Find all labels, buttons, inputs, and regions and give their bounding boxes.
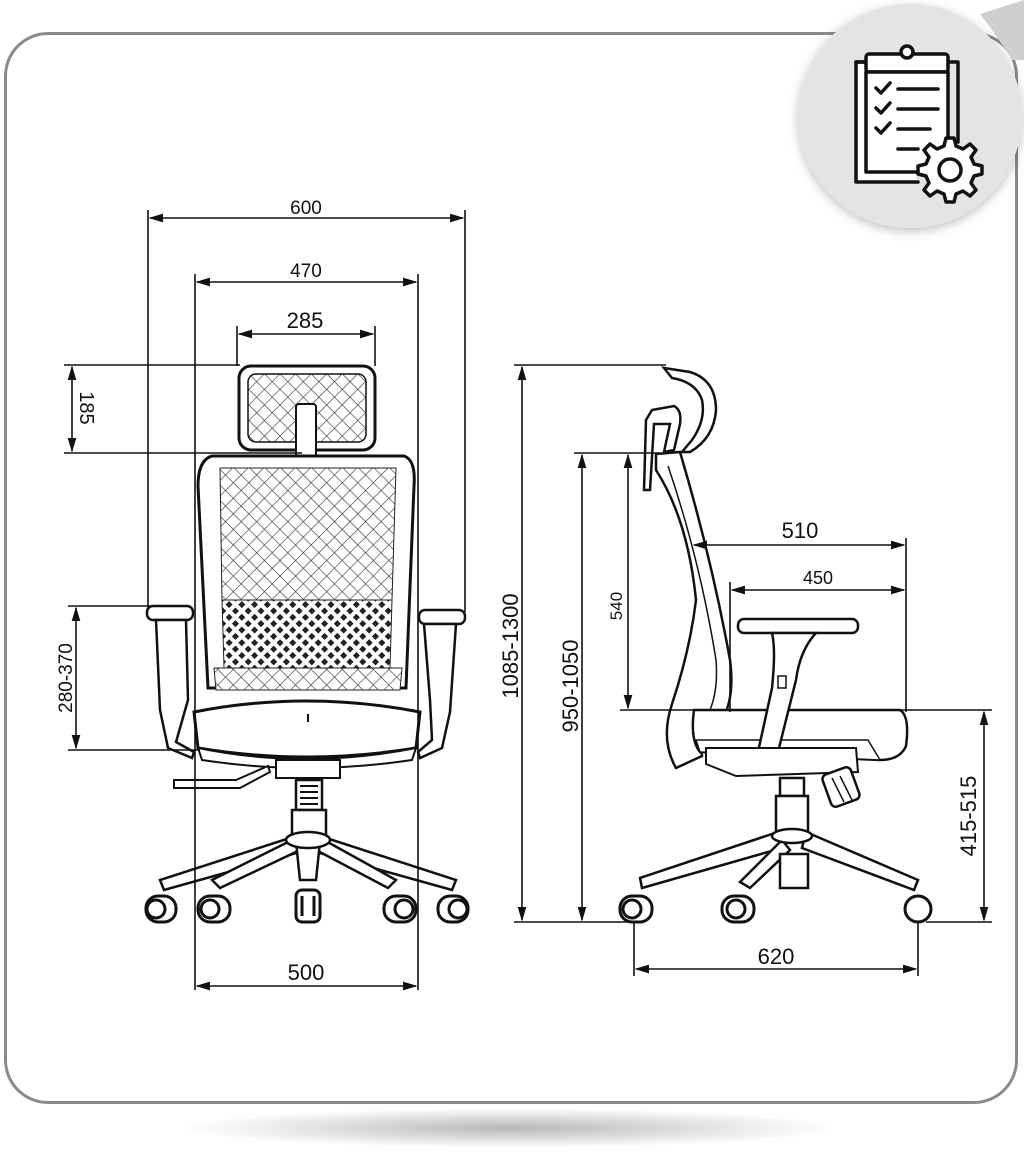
front-armrest-left xyxy=(145,604,196,760)
front-view-chair xyxy=(144,364,470,924)
dim-total-height: 1085-1300 xyxy=(498,593,523,698)
side-gas-cylinder xyxy=(778,776,806,798)
side-dimension-lines xyxy=(514,364,992,976)
front-tilt-lever xyxy=(173,764,272,789)
side-backrest xyxy=(654,450,733,770)
diagram-card xyxy=(4,32,1018,1104)
dimension-labels: 600 470 285 185 280-370 500 1085-1300 95… xyxy=(56,198,981,985)
dim-base-depth: 620 xyxy=(758,944,795,969)
front-headrest xyxy=(237,364,377,489)
dim-headrest-width: 285 xyxy=(287,308,324,333)
front-casters xyxy=(144,888,470,924)
dim-overall-depth: 510 xyxy=(782,518,819,543)
dim-backrest-height: 950-1050 xyxy=(558,640,583,733)
front-dimension-lines xyxy=(64,210,466,991)
side-tension-knob xyxy=(821,766,861,808)
front-armrest-right xyxy=(416,608,467,760)
dim-seat-depth: 450 xyxy=(803,568,833,588)
front-star-base xyxy=(158,830,458,892)
side-view-chair xyxy=(618,366,933,924)
dim-headrest-height: 185 xyxy=(75,391,97,424)
dim-base-width: 500 xyxy=(288,960,325,985)
dim-seat-height: 415-515 xyxy=(956,776,981,857)
dim-back-height: 540 xyxy=(607,592,626,620)
spec-badge xyxy=(798,0,1024,228)
side-star-base xyxy=(638,827,920,892)
front-seat xyxy=(192,699,422,769)
card-shadow xyxy=(180,1108,840,1148)
side-casters xyxy=(618,894,933,924)
dim-seat-frame-width: 470 xyxy=(290,261,322,282)
dim-armrest-height: 280-370 xyxy=(56,643,77,713)
spec-checklist-gear-icon xyxy=(854,44,984,204)
side-mechanism xyxy=(705,747,860,778)
dim-overall-width: 600 xyxy=(290,198,322,219)
front-backrest xyxy=(196,454,416,691)
side-headrest xyxy=(661,366,718,454)
